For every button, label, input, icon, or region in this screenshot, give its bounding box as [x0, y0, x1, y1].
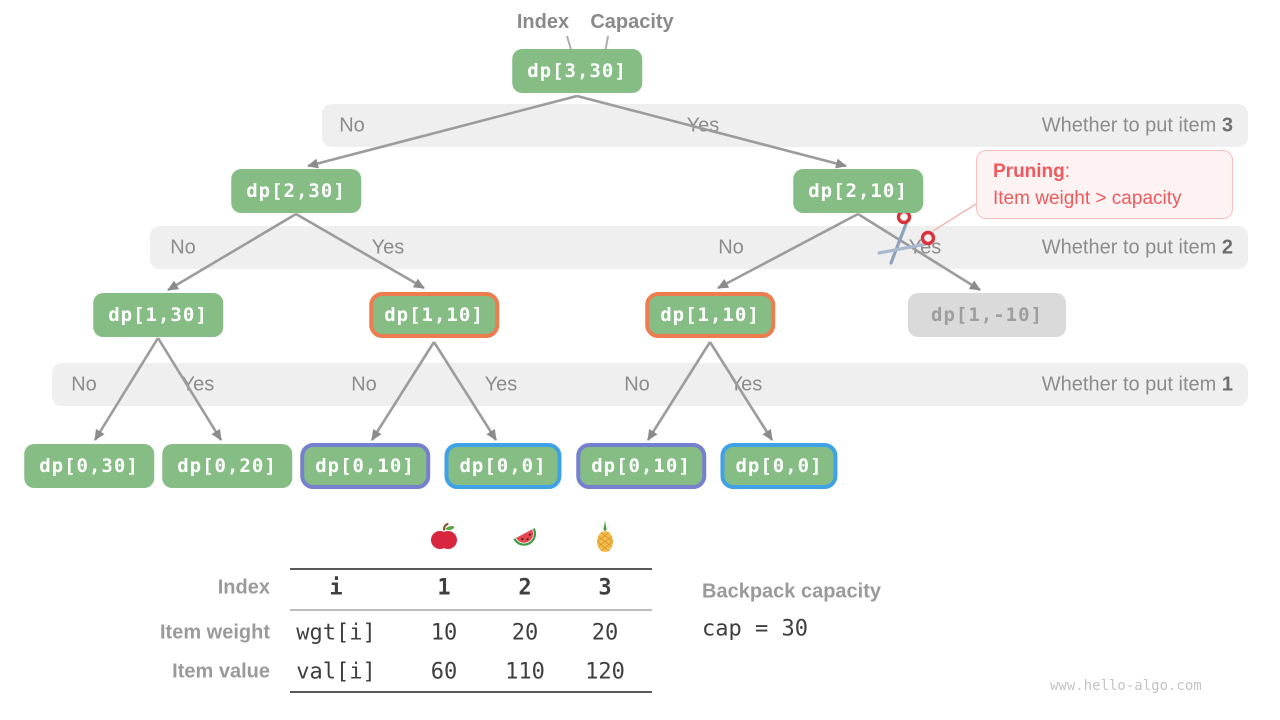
table-top-rule [290, 568, 652, 570]
scissors-icon [877, 209, 936, 265]
table-header-cell: 3 [598, 575, 612, 601]
dp-node: dp[0,20] [162, 444, 292, 488]
dp-node: dp[3,30] [512, 49, 642, 93]
pruning-description: Item weight > capacity [993, 188, 1182, 209]
backpack-capacity-value: cap = 30 [702, 616, 808, 642]
band-question: Whether to put item 3 [1041, 114, 1233, 136]
table-bottom-rule [290, 691, 652, 693]
dp-node: dp[1,30] [93, 293, 223, 337]
tree-edge [307, 94, 578, 169]
dp-node: dp[0,0] [720, 443, 838, 489]
watermark: www.hello-algo.com [1050, 678, 1202, 694]
table-cell: val[i] [296, 659, 376, 685]
band-question: Whether to put item 1 [1041, 373, 1233, 395]
table-header-cell: 1 [437, 575, 451, 601]
table-row-label: Item weight [159, 621, 270, 644]
tree-edge [432, 341, 498, 441]
table-cell: 20 [511, 620, 539, 646]
dp-node: dp[0,10] [300, 443, 430, 489]
table-cell: wgt[i] [296, 620, 376, 646]
pruning-callout: Pruning: Item weight > capacity [976, 150, 1233, 219]
tree-edge [857, 212, 981, 292]
table-cell: 20 [591, 620, 619, 646]
dp-node: dp[2,10] [793, 169, 923, 213]
band-question: Whether to put item 2 [1041, 236, 1233, 258]
table-cell: 110 [505, 659, 545, 685]
table-row-label: Index [217, 576, 270, 599]
pineapple-icon [590, 519, 620, 560]
tree-edge [93, 337, 160, 441]
branch-yes-label: Yes [371, 236, 405, 258]
capacity-pointer-label: Capacity [590, 11, 674, 33]
dp-node: dp[1,10] [645, 292, 775, 338]
pruning-colon: : [1064, 161, 1071, 182]
table-row-label: Item value [172, 660, 270, 683]
dp-node: dp[0,0] [444, 443, 562, 489]
table-mid-rule [290, 609, 652, 611]
tree-edge [167, 212, 297, 292]
dp-node: dp[2,30] [231, 169, 361, 213]
tree-edge [295, 212, 425, 290]
tree-edge [708, 341, 774, 441]
table-header-cell: 2 [518, 575, 532, 601]
apple-icon [429, 521, 459, 558]
backpack-capacity-label: Backpack capacity [702, 580, 882, 603]
branch-no-label: No [351, 373, 377, 395]
dp-node: dp[0,10] [576, 443, 706, 489]
branch-no-label: No [71, 373, 97, 395]
branch-no-label: No [170, 236, 196, 258]
dp-node: dp[1,-10] [908, 293, 1066, 337]
table-cell: 120 [585, 659, 625, 685]
branch-no-label: No [339, 114, 365, 136]
table-cell: 60 [430, 659, 458, 685]
index-pointer-label: Index [516, 11, 570, 33]
tree-edges [93, 94, 981, 441]
table-cell: 10 [430, 620, 458, 646]
branch-no-label: No [624, 373, 650, 395]
watermelon-icon [508, 522, 542, 557]
pruning-connector-line [932, 203, 977, 232]
tree-edge [156, 337, 223, 441]
branch-no-label: No [718, 236, 744, 258]
tree-edge [717, 212, 859, 290]
branch-yes-label: Yes [729, 373, 763, 395]
dp-node: dp[1,10] [369, 292, 499, 338]
tree-edge [646, 341, 712, 441]
dp-node: dp[0,30] [24, 444, 154, 488]
pruning-title: Pruning [993, 161, 1065, 182]
tree-edge [370, 341, 436, 441]
tree-edge [576, 94, 847, 169]
table-header-cell: i [329, 575, 343, 601]
branch-yes-label: Yes [484, 373, 518, 395]
